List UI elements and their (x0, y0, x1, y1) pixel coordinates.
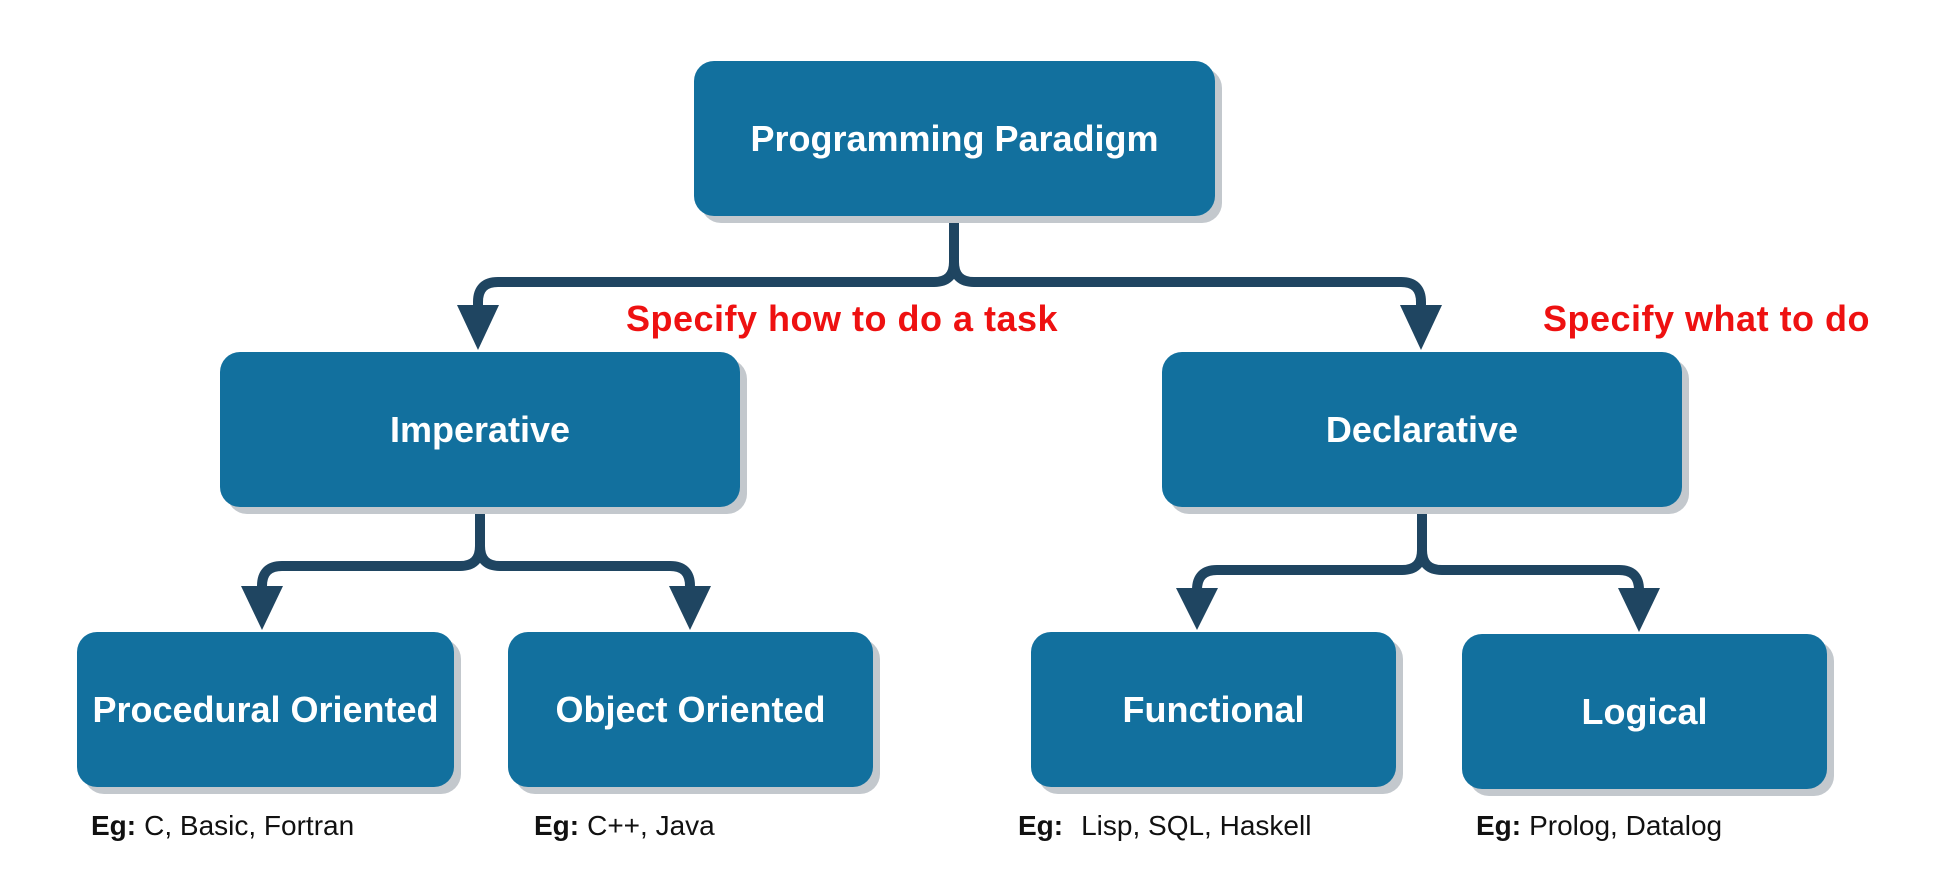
node-label: Object Oriented (555, 688, 826, 730)
arrowhead-declarative (1400, 305, 1442, 350)
example-logical: Eg:Prolog, Datalog (1476, 812, 1722, 840)
connector-imperative-to-object (475, 541, 695, 603)
node-declarative: Declarative (1162, 352, 1682, 507)
node-label: Imperative (389, 408, 571, 450)
node-label: Procedural Oriented (92, 688, 439, 730)
example-prefix: Eg: (1018, 810, 1064, 841)
node-imperative: Imperative (220, 352, 740, 507)
node-programming-paradigm: Programming Paradigm (694, 61, 1215, 216)
example-languages: Prolog, Datalog (1529, 810, 1723, 841)
node-label: Functional (1122, 688, 1305, 730)
arrowhead-object (669, 586, 711, 630)
node-logical: Logical (1462, 634, 1827, 789)
example-functional: Eg: Lisp, SQL, Haskell (1018, 812, 1311, 840)
example-languages: C, Basic, Fortran (144, 810, 355, 841)
node-procedural-oriented: Procedural Oriented (77, 632, 454, 787)
connector-declarative-to-functional (1192, 504, 1427, 605)
node-functional: Functional (1031, 632, 1396, 787)
example-procedural-oriented: Eg:C, Basic, Fortran (91, 812, 354, 840)
example-prefix: Eg: (534, 810, 580, 841)
annotation-declarative: Specify what to do (1543, 298, 1871, 339)
example-object-oriented: Eg:C++, Java (534, 812, 715, 840)
arrowhead-imperative (457, 305, 499, 350)
node-label: Declarative (1325, 408, 1519, 450)
arrowhead-functional (1176, 588, 1218, 630)
node-label: Logical (1581, 690, 1708, 732)
node-object-oriented: Object Oriented (508, 632, 873, 787)
example-languages: Lisp, SQL, Haskell (1081, 810, 1312, 841)
connector-declarative-to-logical (1417, 545, 1644, 605)
arrowhead-procedural (241, 586, 283, 630)
example-prefix: Eg: (91, 810, 137, 841)
example-languages: C++, Java (587, 810, 715, 841)
node-label: Programming Paradigm (750, 117, 1159, 159)
annotation-imperative: Specify how to do a task (626, 298, 1059, 339)
example-prefix: Eg: (1476, 810, 1522, 841)
connector-imperative-to-procedural (257, 504, 485, 603)
arrowhead-logical (1618, 588, 1660, 632)
